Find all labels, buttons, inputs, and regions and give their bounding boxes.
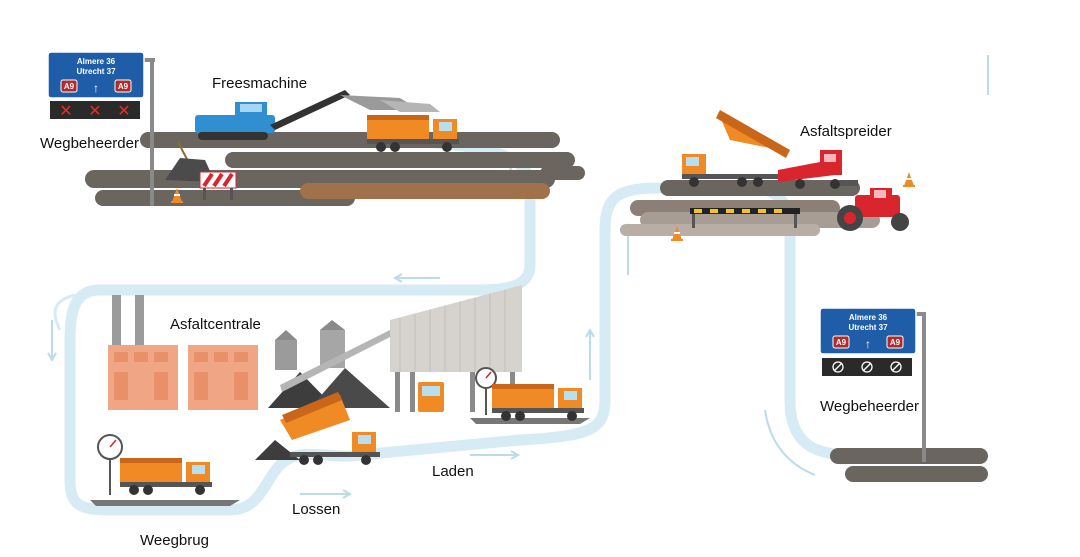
sign-right-shield-right: A9 xyxy=(890,338,901,347)
roadwork-items-top-left xyxy=(165,141,237,203)
end-restriction-icon xyxy=(861,361,873,373)
sign-right-line2: Utrecht 37 xyxy=(848,323,888,332)
road-bottom-right xyxy=(830,448,988,482)
flow-arrows xyxy=(47,55,989,499)
arrow-up-icon: ↑ xyxy=(93,81,99,95)
asphalt-paving-group xyxy=(671,110,915,241)
lane-closed-icon: ✕ xyxy=(117,103,130,120)
end-restriction-icon xyxy=(890,361,902,373)
label-wegbeheerder-top: Wegbeheerder xyxy=(40,135,139,152)
dump-truck-unloading xyxy=(255,392,380,465)
label-laden: Laden xyxy=(432,463,474,480)
sign-left-shield-right: A9 xyxy=(118,82,129,91)
flow-path-edge xyxy=(53,293,76,331)
dump-truck-loading xyxy=(492,384,584,421)
arrow-up-icon: ↑ xyxy=(865,337,871,351)
sign-left-shield-left: A9 xyxy=(64,82,75,91)
asphalt-plant xyxy=(108,285,522,412)
label-asfaltcentrale: Asfaltcentrale xyxy=(170,316,261,333)
sign-left-line2: Utrecht 37 xyxy=(76,67,116,76)
sign-right-shield-left: A9 xyxy=(836,338,847,347)
lane-closed-icon: ✕ xyxy=(59,103,72,120)
label-asfaltspreider: Asfaltspreider xyxy=(800,123,892,140)
weighbridge xyxy=(90,434,240,506)
end-restriction-icon xyxy=(832,361,844,373)
gantry-sign-right: Almere 36 Utrecht 37 A9 ↑ A9 xyxy=(819,307,926,462)
label-weegbrug: Weegbrug xyxy=(140,532,209,549)
dump-truck-weighbridge xyxy=(120,458,212,495)
sign-left-line1: Almere 36 xyxy=(77,57,116,66)
lane-closed-icon: ✕ xyxy=(88,103,101,120)
label-freesmachine: Freesmachine xyxy=(212,75,307,92)
loading-scale xyxy=(470,367,590,424)
sign-right-line1: Almere 36 xyxy=(849,313,888,322)
milling-machine xyxy=(195,90,440,140)
label-wegbeheerder-bottom: Wegbeheerder xyxy=(820,398,919,415)
gantry-sign-left: Almere 36 Utrecht 37 A9 ↑ A9 ✕ ✕ ✕ xyxy=(47,51,155,206)
label-lossen: Lossen xyxy=(292,501,340,518)
